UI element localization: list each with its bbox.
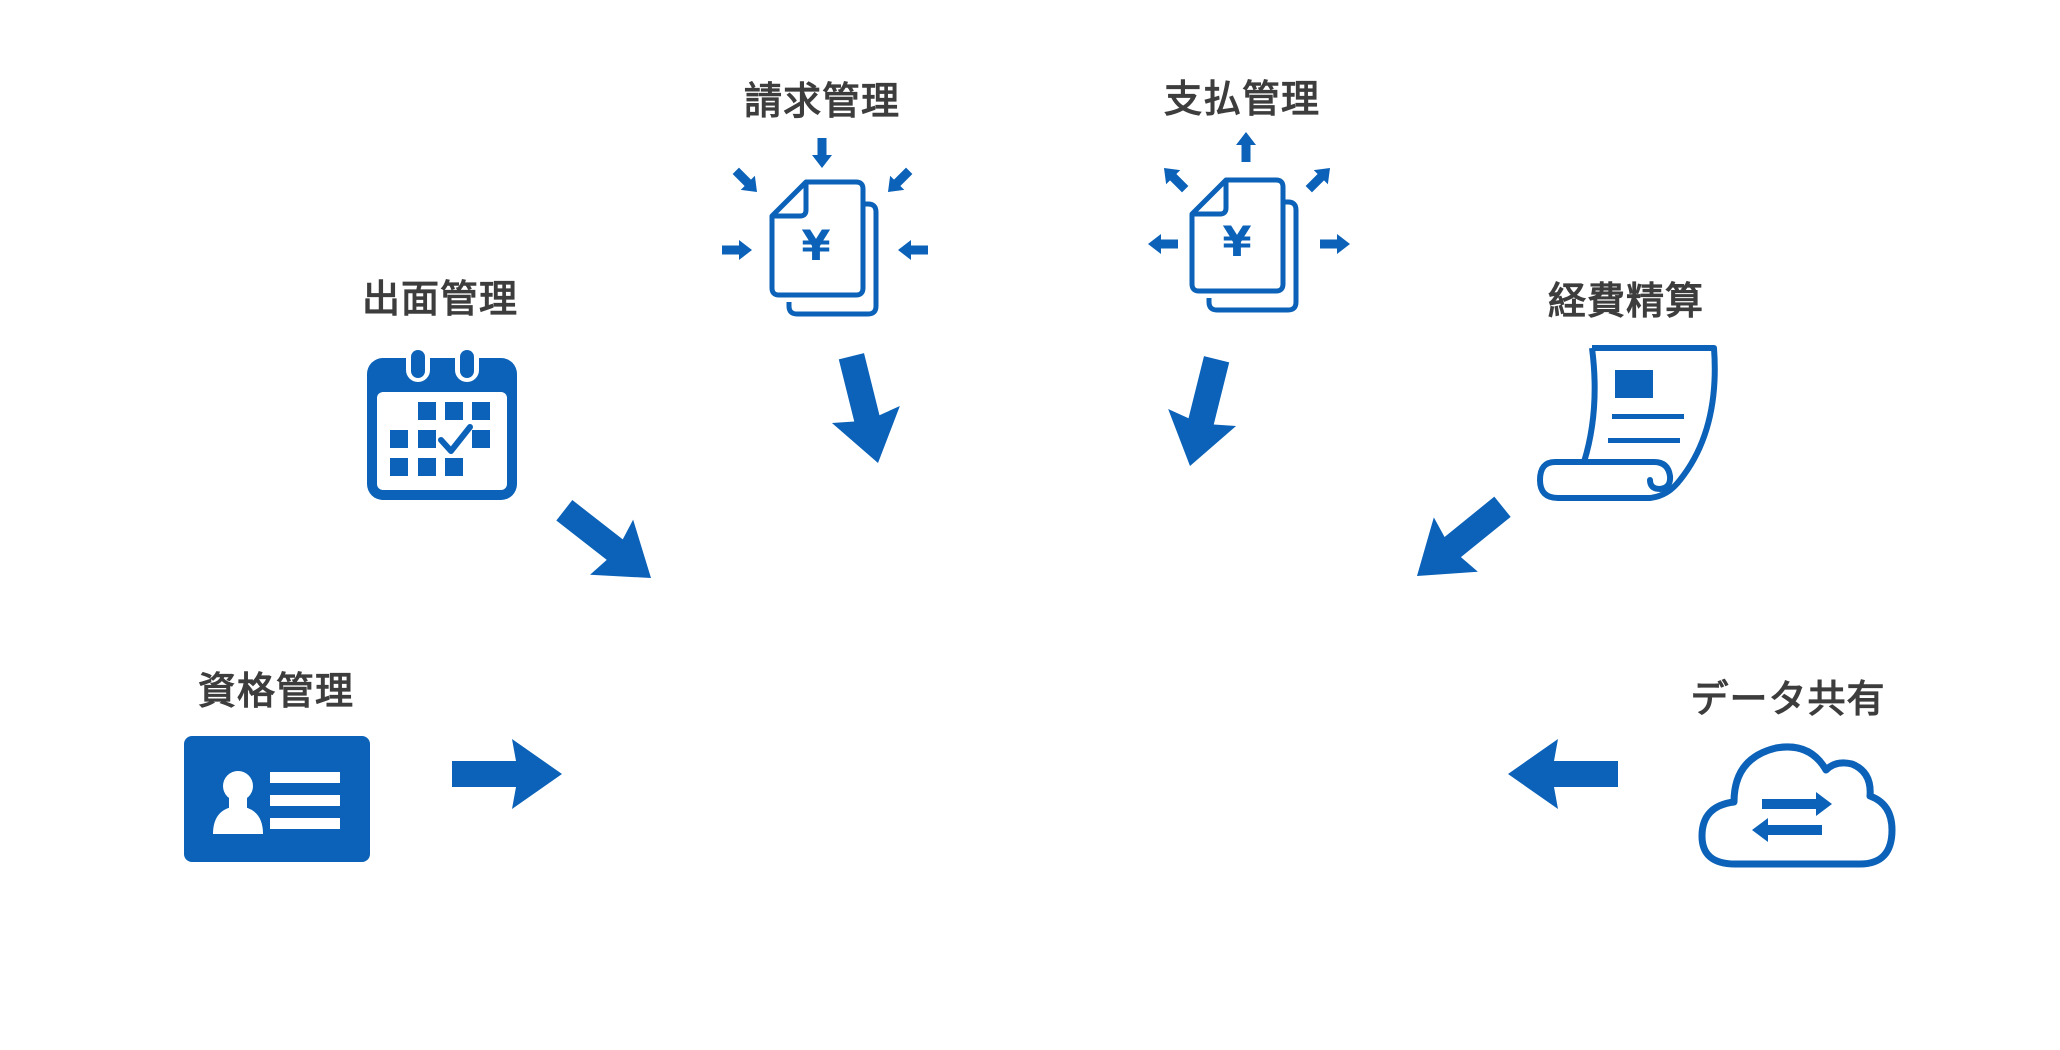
arrow-from-billing [817,347,912,472]
label-qualification: 資格管理 [197,669,355,713]
invoice-yen-outgoing-icon: ¥ [1148,132,1350,313]
arrow-from-payment [1156,350,1251,475]
svg-text:¥: ¥ [1222,217,1251,266]
calendar-check-icon [367,346,517,500]
arrow-from-attendance [542,482,673,606]
label-payment: 支払管理 [1163,77,1321,121]
cloud-sync-icon [1698,743,1896,868]
svg-text:¥: ¥ [801,221,830,270]
receipt-scroll-icon [1537,345,1718,501]
arrow-from-expense [1394,479,1525,604]
label-expense: 経費精算 [1547,279,1705,323]
label-billing: 請求管理 [743,79,901,123]
arrow-from-qualification [452,739,562,809]
label-attendance: 出面管理 [361,277,519,321]
id-card-icon [184,736,370,862]
label-data-sharing: データ共有 [1690,677,1886,721]
invoice-yen-incoming-icon: ¥ [722,138,928,317]
arrow-from-data-sharing [1508,739,1618,809]
